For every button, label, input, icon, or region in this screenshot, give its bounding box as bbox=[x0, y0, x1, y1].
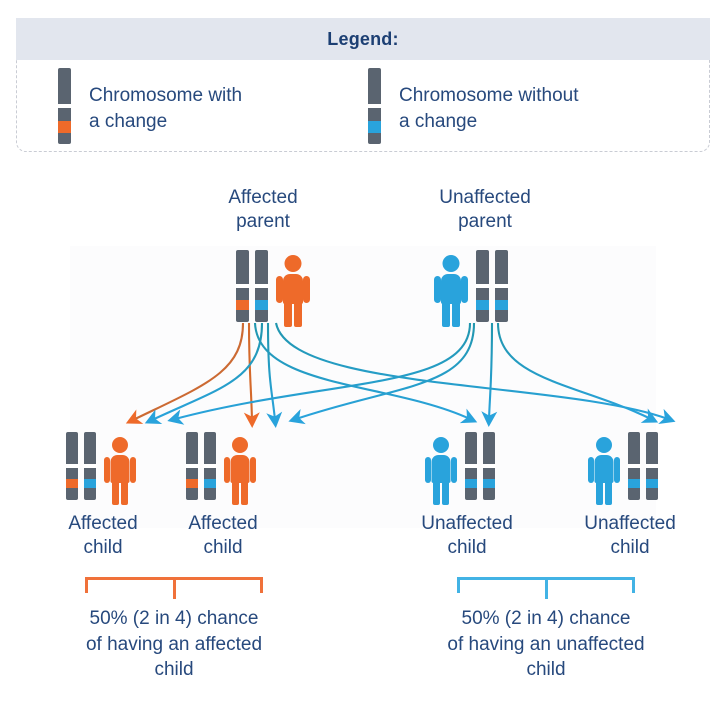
chromosome-with-change bbox=[185, 432, 204, 505]
person-affected-child-2 bbox=[224, 437, 256, 505]
chromosome-orange-band-icon bbox=[57, 68, 72, 149]
parent-group-affected bbox=[235, 250, 310, 327]
chromosome-with-change bbox=[65, 432, 84, 505]
chromosome-without-change bbox=[494, 250, 509, 327]
legend-item-without-change: Chromosome without a change bbox=[367, 68, 579, 149]
child-group-unaffected-2 bbox=[588, 432, 659, 505]
chromosome-without-change bbox=[475, 250, 495, 327]
parent-label-affected: Affected parent bbox=[228, 187, 298, 233]
chromosome-without-change bbox=[203, 432, 224, 505]
outcome-text-affected: 50% (2 in 4) chance of having an affecte… bbox=[85, 608, 263, 681]
legend-header: Legend: bbox=[16, 18, 710, 60]
person-affected-parent bbox=[276, 255, 310, 327]
legend-box bbox=[16, 18, 710, 152]
chromosome-without-change bbox=[627, 432, 646, 505]
parent-group-unaffected bbox=[434, 250, 509, 327]
person-unaffected-parent bbox=[434, 255, 468, 327]
child-label-affected-2: Affected child bbox=[188, 513, 258, 559]
legend-label-without-change: Chromosome without a change bbox=[399, 85, 579, 132]
legend-title: Legend: bbox=[327, 28, 399, 49]
child-group-unaffected-1 bbox=[425, 432, 496, 505]
bracket-unaffected bbox=[457, 577, 635, 601]
person-affected-child-1 bbox=[104, 437, 136, 505]
child-group-affected-2 bbox=[185, 432, 256, 505]
chromosome-without-change bbox=[254, 250, 276, 327]
outcome-text-unaffected: 50% (2 in 4) chance of having an unaffec… bbox=[447, 608, 645, 681]
legend-label-with-change: Chromosome with a change bbox=[89, 85, 243, 132]
chromosome-with-change bbox=[235, 250, 255, 327]
child-label-affected-1: Affected child bbox=[68, 513, 138, 559]
chromosome-without-change bbox=[464, 432, 483, 505]
child-label-unaffected-2: Unaffected child bbox=[584, 513, 676, 559]
chromosome-blue-band-icon bbox=[367, 68, 382, 149]
child-group-affected-1 bbox=[65, 432, 136, 505]
chromosome-without-change bbox=[83, 432, 104, 505]
chromosome-without-change bbox=[645, 432, 659, 505]
chromosome-without-change bbox=[482, 432, 496, 505]
parent-label-unaffected: Unaffected parent bbox=[439, 187, 531, 233]
bracket-affected bbox=[85, 577, 263, 601]
person-unaffected-child-2 bbox=[588, 437, 620, 505]
person-unaffected-child-1 bbox=[425, 437, 457, 505]
child-label-unaffected-1: Unaffected child bbox=[421, 513, 513, 559]
pedigree-panel-background bbox=[70, 246, 656, 528]
legend-item-with-change: Chromosome with a change bbox=[57, 68, 243, 149]
